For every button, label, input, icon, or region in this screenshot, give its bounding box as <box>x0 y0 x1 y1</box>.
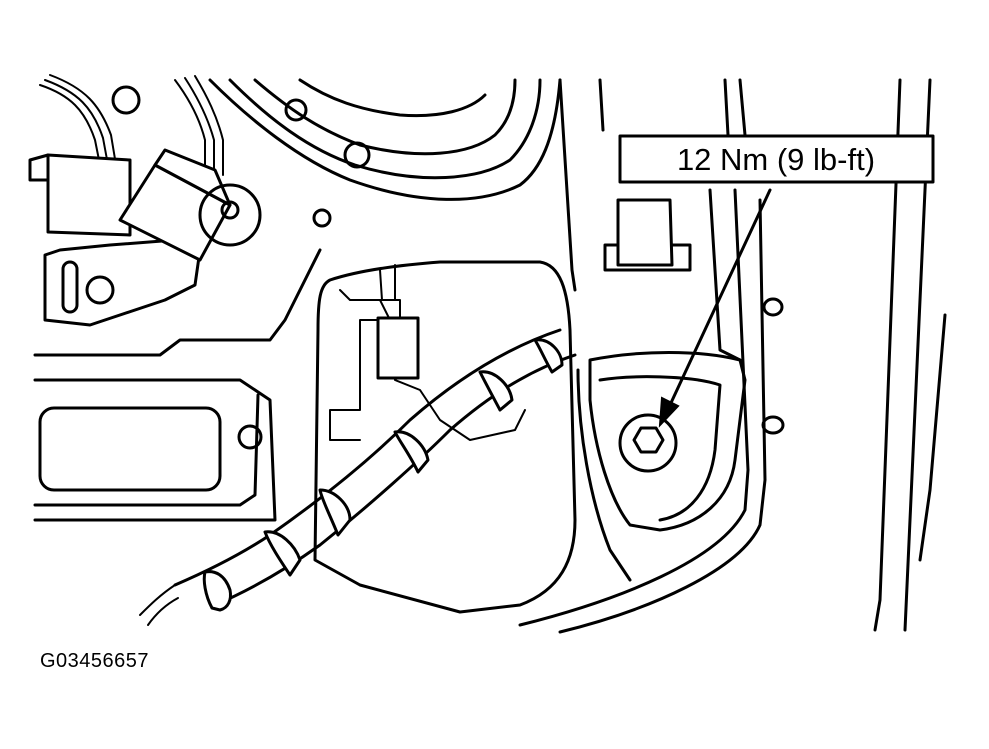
grommet <box>198 183 262 247</box>
torque-label: 12 Nm (9 lb-ft) <box>677 142 875 177</box>
callout-box <box>618 134 935 184</box>
hole-1 <box>111 85 141 115</box>
upper-wires <box>39 74 224 176</box>
slot <box>61 260 79 314</box>
connector-1 <box>46 153 132 237</box>
torque-callout: 12 Nm (9 lb-ft) <box>618 134 935 428</box>
hole-2 <box>284 98 308 122</box>
electrical-connectors <box>28 148 262 262</box>
upper-holes <box>85 85 371 450</box>
upper-right-clip <box>603 198 692 272</box>
arrowhead <box>658 396 680 428</box>
bolt-head-outer <box>618 413 678 473</box>
leader-line <box>668 188 772 407</box>
figure-id: G03456657 <box>40 650 150 672</box>
hole-6 <box>237 424 263 450</box>
right-holes <box>761 297 785 435</box>
door-frame <box>518 78 947 634</box>
upper-gasket-outline <box>208 78 562 201</box>
latch-bolt-boss <box>576 351 747 582</box>
main-wire-harness <box>139 328 577 626</box>
bolt-hex-socket <box>632 426 665 454</box>
hole-3 <box>343 141 371 169</box>
rectangular-cutout <box>38 406 222 492</box>
hole-4 <box>312 208 332 228</box>
latch-rod-clip <box>376 316 420 380</box>
hole-5 <box>85 275 115 305</box>
left-bracket <box>33 238 322 522</box>
